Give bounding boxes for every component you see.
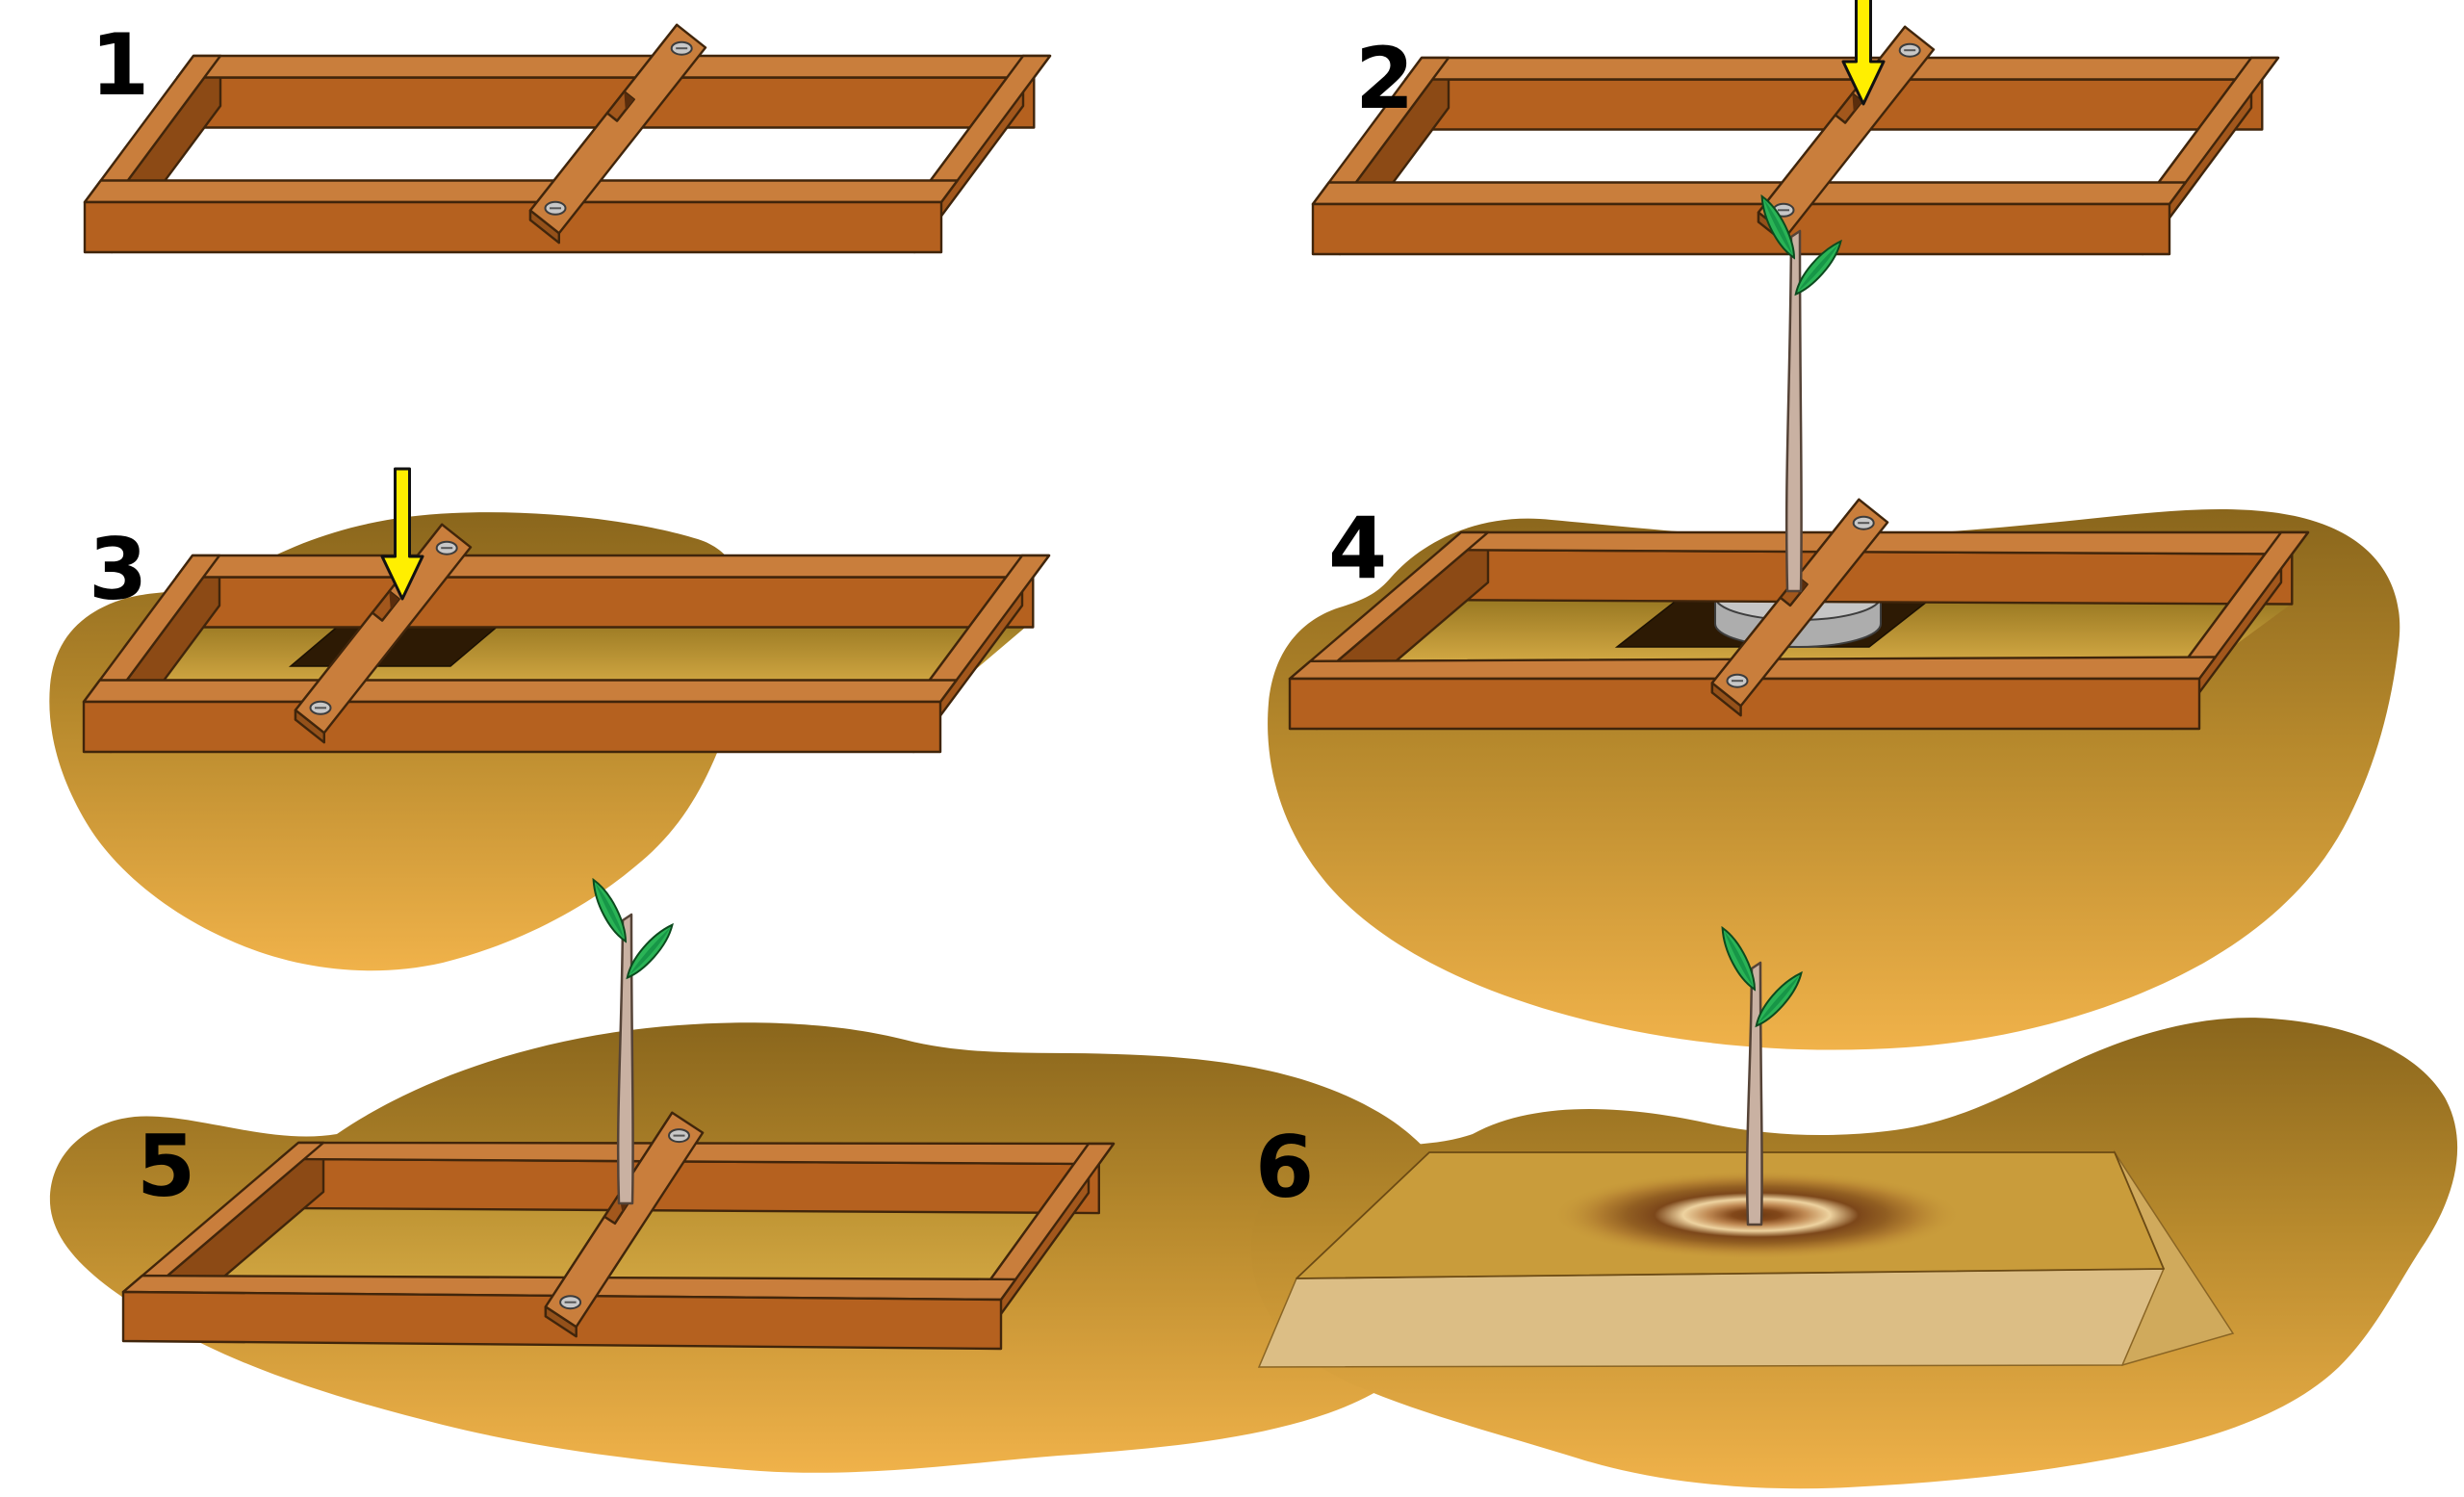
panel-step-5 (49, 877, 1469, 1473)
wooden-frame (83, 54, 1052, 254)
cross-brace (528, 23, 707, 245)
cross-brace (544, 1111, 705, 1338)
step-number: 4 (1328, 499, 1387, 598)
down-arrow-icon (380, 467, 424, 601)
wooden-frame (1288, 530, 2310, 731)
screw-icon (544, 200, 567, 216)
leaf-icon (592, 877, 628, 943)
step-labels: 1 2 3 4 5 6 (89, 15, 1414, 1217)
screw-icon (1726, 673, 1749, 688)
sapling-stem (1784, 229, 1803, 593)
panel-step-4 (1268, 194, 2400, 1050)
screw-icon (309, 700, 332, 715)
screw-icon (1852, 515, 1875, 530)
step-number: 5 (137, 1117, 195, 1216)
frame-front-board (1311, 202, 2171, 256)
leaf-icon (1794, 239, 1842, 297)
frame-rear-board (175, 576, 1035, 629)
frame-front-board (1288, 677, 2201, 731)
screw-icon (559, 1295, 582, 1310)
panel-step-3 (49, 467, 1051, 971)
leaf-icon (1760, 194, 1796, 260)
screw-icon (435, 540, 458, 555)
down-arrow-icon (1841, 0, 1886, 106)
step-number: 3 (89, 520, 147, 619)
frame-rear-board (1439, 549, 2294, 606)
frame-front-board (83, 200, 943, 254)
step-number: 1 (90, 15, 149, 115)
step-number: 6 (1255, 1118, 1314, 1217)
soil-surface (100, 621, 1033, 685)
screw-icon (668, 1128, 690, 1144)
frame-front-board (82, 700, 942, 754)
panel-step-2 (1311, 0, 2280, 256)
wooden-frame (1311, 56, 2280, 256)
screw-icon (1898, 42, 1921, 58)
sapling-stem (1745, 961, 1763, 1226)
panel-step-6 (1250, 925, 2458, 1489)
sapling-icon (1760, 194, 1842, 593)
panel-step-1 (83, 23, 1052, 254)
screw-icon (670, 40, 693, 56)
step-number: 2 (1355, 29, 1414, 128)
frame-rear-board (278, 1157, 1101, 1215)
cross-brace (1710, 498, 1889, 717)
leaf-icon (1721, 925, 1757, 992)
sapling-stem (616, 913, 634, 1205)
sapling-icon (592, 877, 674, 1205)
leaf-icon (626, 922, 674, 980)
leaf-icon (1755, 970, 1803, 1028)
sapling-icon (1721, 925, 1803, 1226)
